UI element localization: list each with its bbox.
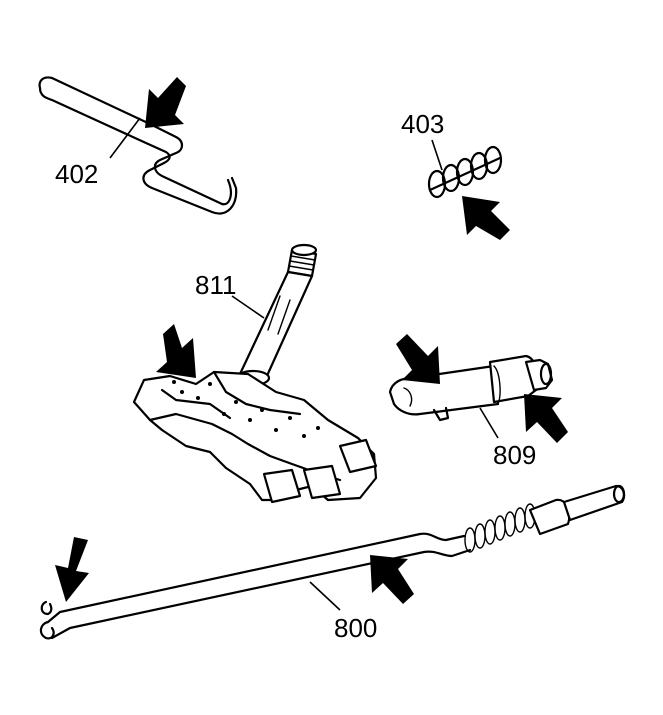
arrow-809-bottom <box>524 394 568 443</box>
label-809: 809 <box>493 440 536 470</box>
arrow-402 <box>145 77 186 128</box>
leader-402 <box>109 117 141 159</box>
leader-403 <box>431 139 443 171</box>
arrow-800-right <box>370 555 414 604</box>
label-402: 402 <box>55 159 98 189</box>
part-800-spring <box>464 503 536 553</box>
leader-800 <box>309 581 341 611</box>
label-403: 403 <box>401 109 444 139</box>
leader-809 <box>479 407 499 439</box>
label-800: 800 <box>334 613 377 643</box>
arrow-800-left <box>55 537 89 602</box>
part-800-shift-rod <box>39 484 626 640</box>
part-403-spring <box>427 145 503 199</box>
arrow-403 <box>462 196 510 240</box>
part-811-shifter-assembly <box>132 243 378 504</box>
leader-811 <box>231 295 265 319</box>
arrow-809-top <box>396 334 440 384</box>
part-402-wire-clip <box>38 76 238 215</box>
arrow-811 <box>156 324 196 378</box>
label-811: 811 <box>195 270 236 300</box>
